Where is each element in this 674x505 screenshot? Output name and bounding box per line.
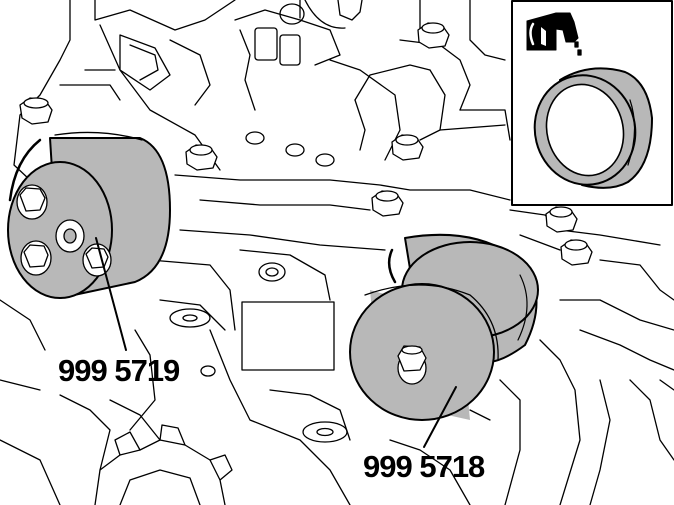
bolt-6 [545,206,578,233]
seal-installer-999-5719 [7,131,171,299]
leader-lines [95,237,457,448]
bolt-3 [417,22,450,49]
oil-can-icon [526,12,582,56]
inset-box [511,0,673,206]
leader-line-5718 [423,386,457,448]
leader-line-5719 [95,237,127,351]
bolt-5 [371,190,404,217]
cast-pad-rectangle [241,301,335,371]
seal-installer-999-5718 [349,233,539,421]
bolt-7 [560,239,593,266]
bolt-2 [185,144,218,171]
housing-bolts [19,22,593,266]
washer-1 [169,308,211,328]
seal-ring-icon [533,67,653,189]
washer-2 [302,421,348,443]
tool-label-999-5718: 999 5718 [363,449,485,484]
bolt-1 [19,97,53,125]
bolt-4 [391,134,424,161]
tool-label-999-5719: 999 5719 [58,353,180,388]
